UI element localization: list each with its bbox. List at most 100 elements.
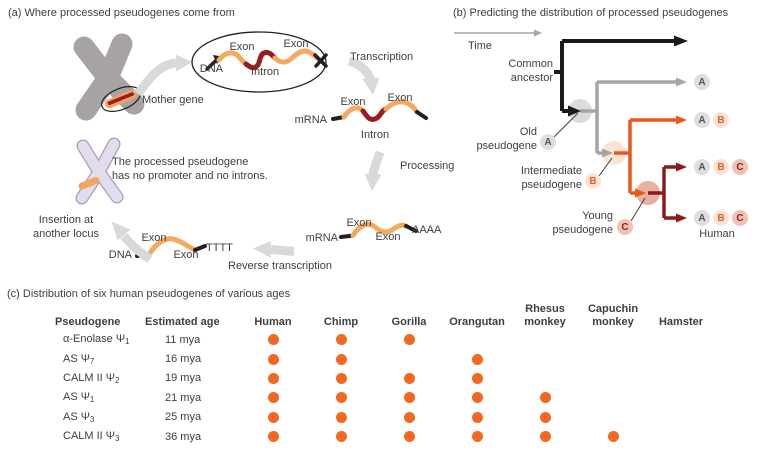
presence-dot — [443, 349, 511, 368]
processing-arrow — [364, 150, 385, 191]
estimated-age: 19 mya — [165, 372, 202, 385]
presence-dot — [375, 408, 443, 427]
presence-dot — [375, 369, 443, 388]
tip-chip-c: C — [732, 210, 748, 226]
dot-icon — [267, 334, 279, 346]
tip-row-1: A — [694, 74, 710, 90]
exon-label: Exon — [173, 249, 199, 261]
presence-dot — [239, 330, 307, 349]
estimated-age: 36 mya — [165, 430, 202, 443]
pseudogene-name: α-Enolase Ψ1 — [63, 333, 130, 347]
col-estimated-age: Estimated age — [145, 315, 220, 328]
insertion-arrow — [111, 221, 153, 263]
col-capuchin-monkey: Capuchin monkey — [587, 303, 639, 328]
dot-icon — [403, 411, 415, 423]
pseudogene-name: CALM II Ψ3 — [63, 430, 120, 444]
intron-label: Intron — [360, 129, 390, 141]
marker-chip-c: C — [617, 219, 633, 235]
presence-dot — [511, 427, 579, 446]
absence-cell — [647, 330, 715, 349]
table-row: AS Ψ7 16 mya — [55, 349, 715, 368]
absence-cell — [579, 349, 647, 368]
exon-label: Exon — [283, 38, 309, 50]
exon-label: Exon — [375, 231, 401, 243]
pseudogene-name: AS Ψ7 — [63, 352, 95, 366]
dot-icon — [539, 392, 551, 404]
tip-chip-a: A — [694, 210, 710, 226]
dot-icon — [267, 411, 279, 423]
panel-b-tree — [454, 29, 688, 223]
presence-dot — [511, 408, 579, 427]
presence-dot — [307, 330, 375, 349]
presence-dot — [443, 369, 511, 388]
dot-icon — [335, 372, 347, 384]
tip-chip-b: B — [713, 210, 729, 226]
tip-row-4: A B C — [694, 210, 748, 226]
absence-cell — [647, 349, 715, 368]
dot-icon — [267, 392, 279, 404]
dot-icon — [267, 372, 279, 384]
dot-icon — [403, 392, 415, 404]
dot-icon — [539, 431, 551, 443]
tip-chip-b: B — [713, 159, 729, 175]
absence-cell — [511, 330, 579, 349]
dot-icon — [267, 353, 279, 365]
dot-icon — [335, 334, 347, 346]
insertion-line1: Insertion at — [38, 214, 94, 226]
transcription-label: Transcription — [350, 51, 414, 63]
table-row: CALM II Ψ2 19 mya — [55, 369, 715, 388]
presence-dot — [239, 388, 307, 407]
panel-a-diagram — [73, 31, 428, 263]
mrna-label: mRNA — [305, 232, 338, 244]
table-header: Pseudogene Estimated age Human Chimp Gor… — [55, 294, 715, 328]
intermediate-line1: Intermediate — [520, 165, 582, 177]
exon-label: Exon — [387, 92, 413, 104]
marker-chip-b: B — [585, 173, 601, 189]
presence-dot — [443, 408, 511, 427]
reverse-transcription-arrow — [253, 241, 295, 258]
exon-label: Exon — [346, 217, 372, 229]
absence-cell — [647, 388, 715, 407]
dot-icon — [267, 431, 279, 443]
dna-label: DNA — [108, 249, 132, 261]
pseudogene-name: CALM II Ψ2 — [63, 371, 120, 385]
absence-cell — [647, 369, 715, 388]
dot-icon — [471, 353, 483, 365]
transcription-arrow — [347, 56, 380, 95]
estimated-age: 11 mya — [165, 333, 201, 346]
absence-cell — [579, 369, 647, 388]
zoom-arrow — [134, 54, 192, 97]
dot-icon — [471, 411, 483, 423]
absence-cell — [511, 369, 579, 388]
poly-t-label: TTTT — [206, 242, 233, 254]
marker-chip-a: A — [540, 134, 556, 150]
intermediate-line2: pseudogene — [521, 178, 582, 191]
col-hamster: Hamster — [658, 315, 704, 328]
absence-cell — [579, 330, 647, 349]
tip-chip-a: A — [694, 112, 710, 128]
mrna-processed-strand — [339, 221, 418, 239]
branch-orange — [614, 118, 677, 195]
absence-cell — [647, 427, 715, 446]
absence-cell — [511, 349, 579, 368]
young-line2: pseudogene — [552, 223, 613, 236]
absence-cell — [375, 349, 443, 368]
dot-icon — [471, 431, 483, 443]
processing-label: Processing — [400, 160, 455, 172]
presence-dot — [239, 369, 307, 388]
intron-label: Intron — [250, 66, 280, 78]
col-pseudogene: Pseudogene — [55, 315, 121, 328]
human-label: Human — [699, 228, 735, 240]
common-line2: ancestor — [510, 71, 553, 84]
estimated-age: 25 mya — [165, 411, 202, 424]
estimated-age: 16 mya — [165, 353, 202, 366]
panel-c-title: (c) Distribution of six human pseudogene… — [7, 288, 291, 300]
dot-icon — [607, 431, 619, 443]
insertion-label: Insertion at another locus — [33, 214, 99, 241]
old-line1: Old — [519, 126, 537, 138]
table-row: α-Enolase Ψ1 11 mya — [55, 330, 715, 349]
presence-dot — [579, 427, 647, 446]
old-pseudogene-label: Old pseudogene — [476, 126, 537, 153]
